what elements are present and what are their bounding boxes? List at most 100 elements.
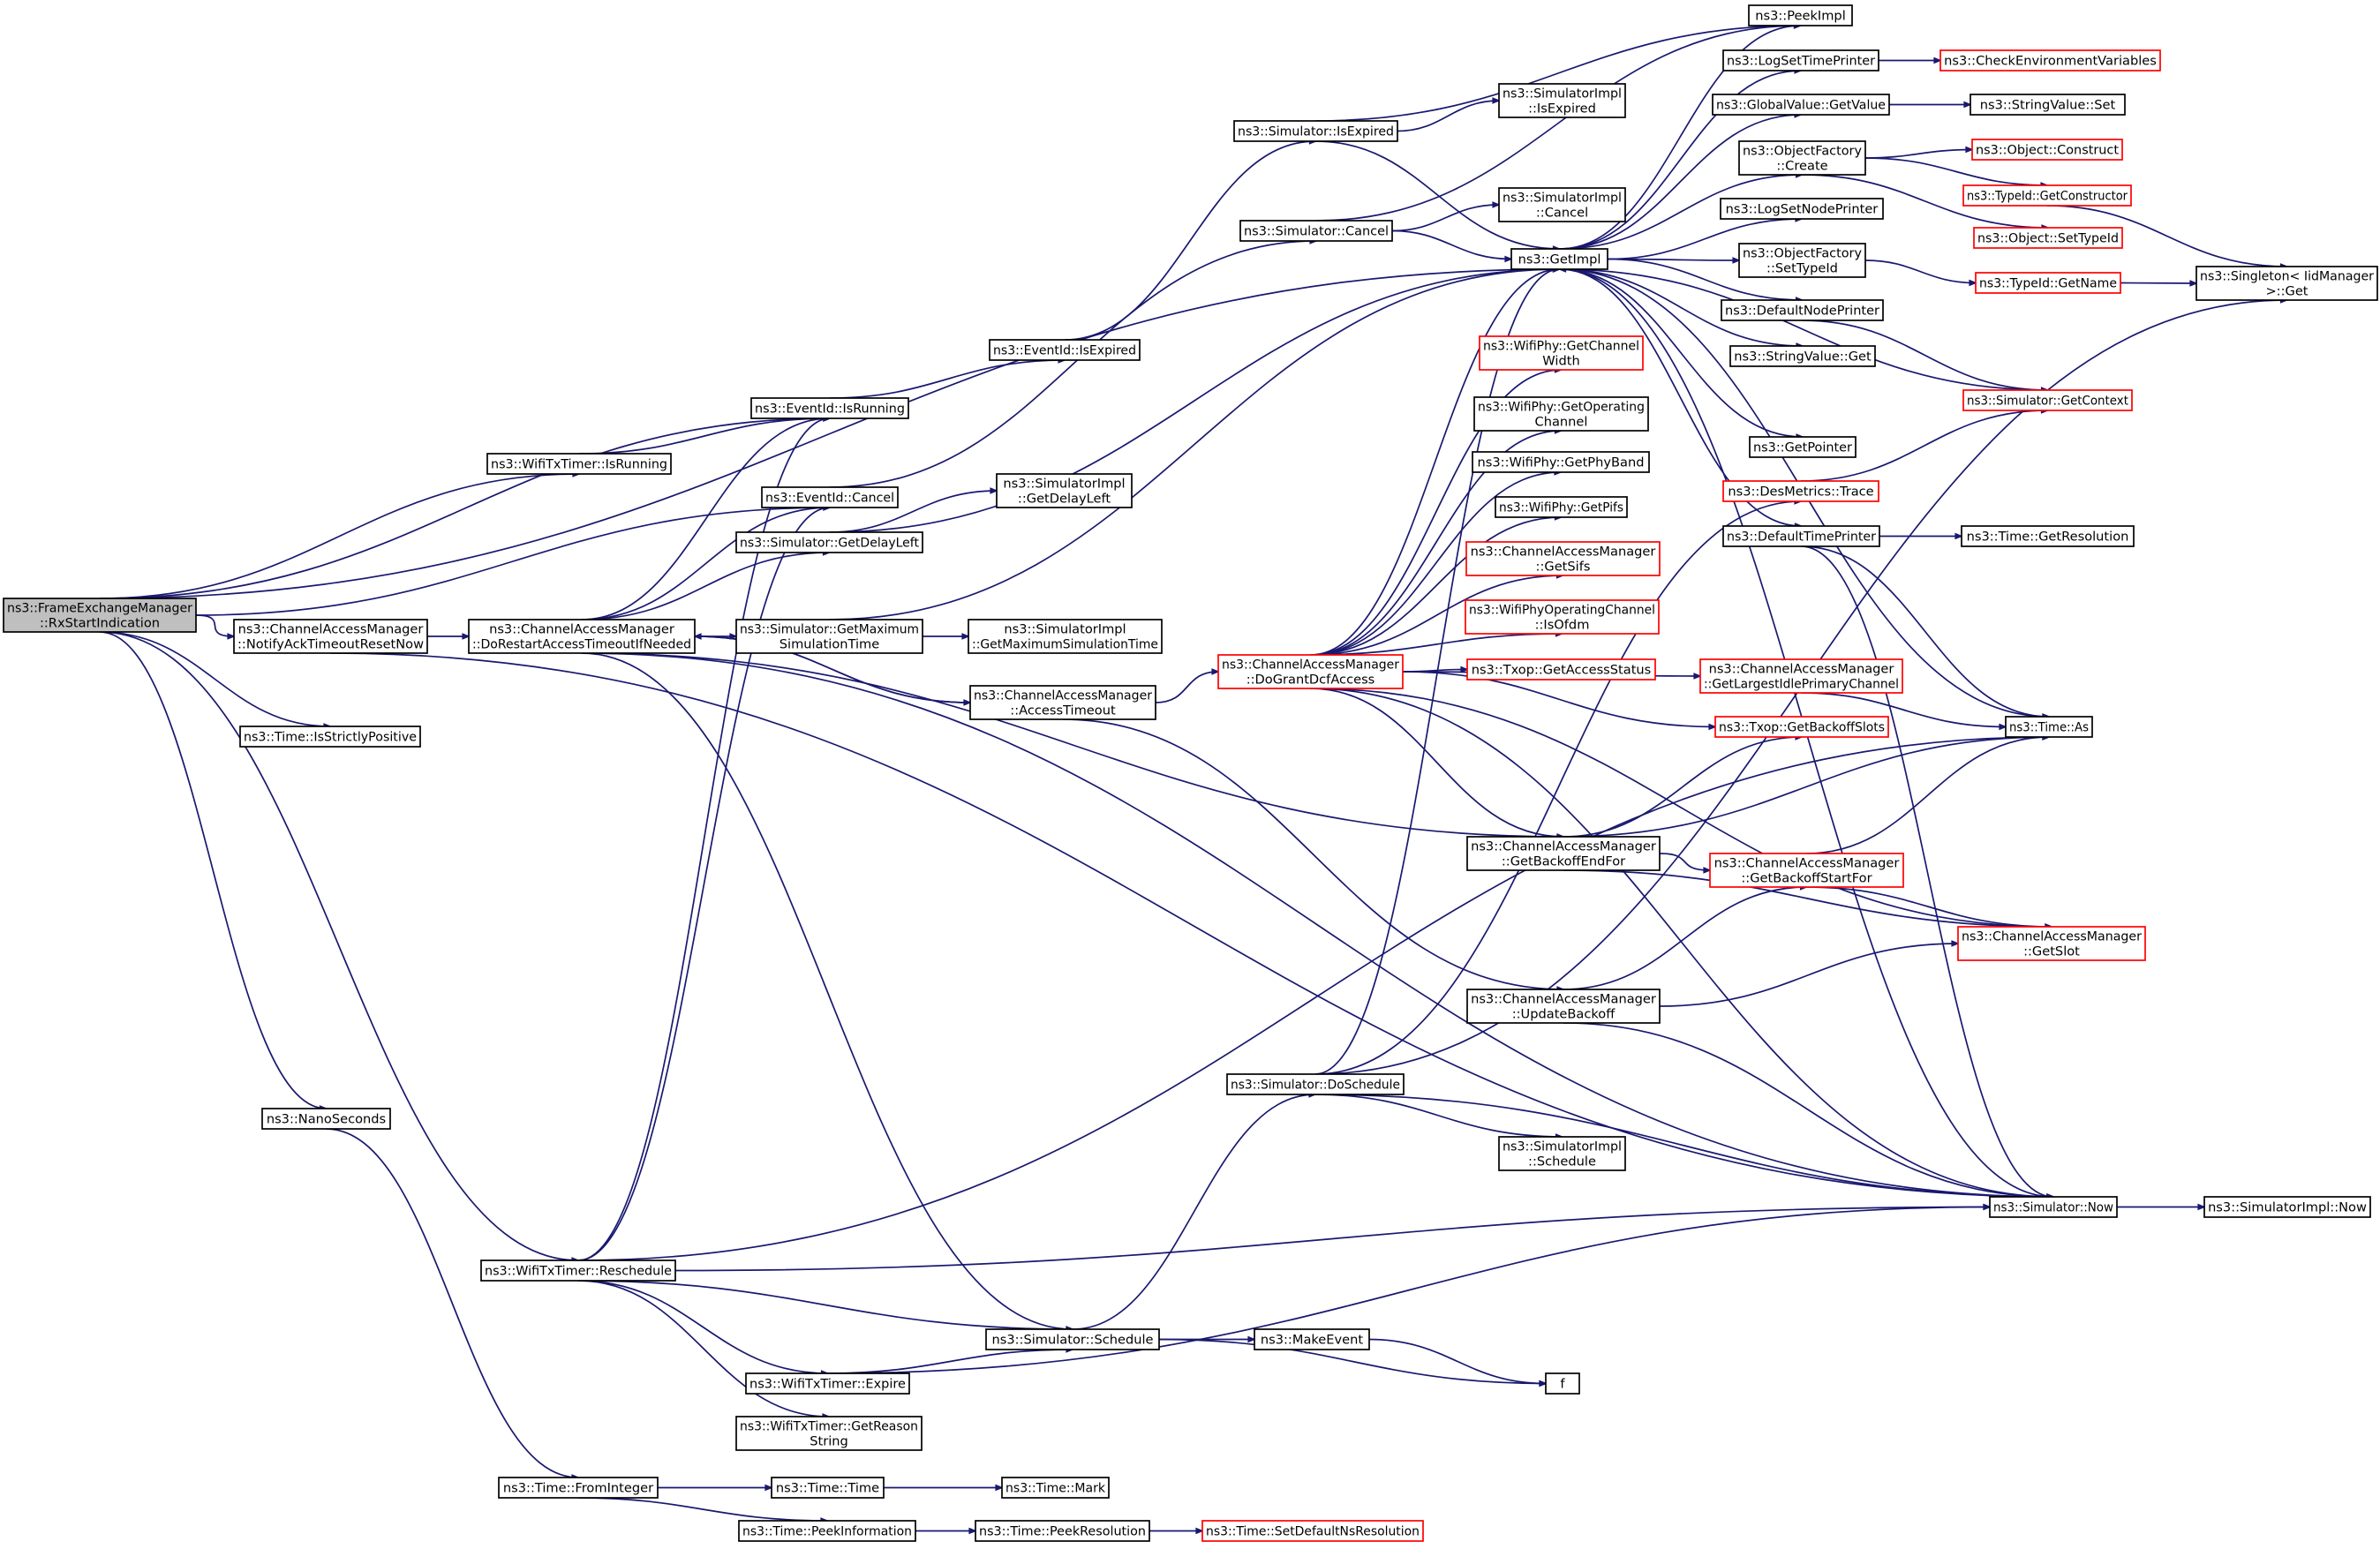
node-simimpl-getdelayleft[interactable]: ns3::SimulatorImpl::GetDelayLeft [996,473,1133,508]
node-wifitxtimer-reschedule[interactable]: ns3::WifiTxTimer::Reschedule [480,1260,676,1282]
node-wifitxtimer-expire[interactable]: ns3::WifiTxTimer::Expire [745,1372,910,1395]
node-time-as[interactable]: ns3::Time::As [2005,716,2093,738]
node-time-peekinformation[interactable]: ns3::Time::PeekInformation [738,1520,916,1542]
node-defaulttimeprinter[interactable]: ns3::DefaultTimePrinter [1722,525,1880,547]
node-sim-isexpired[interactable]: ns3::Simulator::IsExpired [1233,120,1398,142]
node-cam-updatebackoff[interactable]: ns3::ChannelAccessManager::UpdateBackoff [1466,989,1661,1024]
node-sim-now[interactable]: ns3::Simulator::Now [1989,1196,2118,1218]
node-globalvalue-getvalue[interactable]: ns3::GlobalValue::GetValue [1712,94,1890,116]
node-sim-getcontext[interactable]: ns3::Simulator::GetContext [1962,389,2133,411]
node-wifiphyopchannel-isofdm[interactable]: ns3::WifiPhyOperatingChannel::IsOfdm [1465,599,1660,635]
node-stringvalue-set[interactable]: ns3::StringValue::Set [1970,94,2126,116]
edge-path [829,269,1560,533]
node-typeid-getconstructor[interactable]: ns3::TypeId::GetConstructor [1962,184,2132,207]
node-object-settypeid[interactable]: ns3::Object::SetTypeId [1973,227,2123,249]
node-wifiphy-getphyband[interactable]: ns3::WifiPhy::GetPhyBand [1472,451,1650,473]
edge-cam_getbackoffendfor-to-txop_getbackoffslots [1563,737,1802,838]
node-eventid-cancel[interactable]: ns3::EventId::Cancel [761,486,899,508]
edge-path [829,241,1316,488]
node-wifitxtimer-isrunning[interactable]: ns3::WifiTxTimer::IsRunning [486,453,672,475]
node-simimpl-cancel[interactable]: ns3::SimulatorImpl::Cancel [1498,187,1626,222]
node-box [1699,658,1903,694]
node-makeevent[interactable]: ns3::MakeEvent [1254,1328,1370,1350]
node-object-construct[interactable]: ns3::Object::Construct [1971,139,2123,161]
node-time-frominteger[interactable]: ns3::Time::FromInteger [498,1477,659,1499]
node-singleton-get[interactable]: ns3::Singleton< IidManager>::Get [2195,266,2378,301]
node-logsettimeprinter[interactable]: ns3::LogSetTimePrinter [1722,49,1879,71]
node-simimpl-isexpired[interactable]: ns3::SimulatorImpl::IsExpired [1498,83,1626,118]
node-objectfactory-settypeid[interactable]: ns3::ObjectFactory::SetTypeId [1738,243,1866,278]
node-time-getresolution[interactable]: ns3::Time::GetResolution [1961,525,2135,547]
node-f[interactable]: f [1545,1372,1580,1395]
node-cam-dorestart[interactable]: ns3::ChannelAccessManager::DoRestartAcce… [468,619,696,654]
edge-root-to-wifitxtimer_reschedule [99,631,578,1260]
node-label: ns3::ObjectFactory [1743,246,1862,261]
edge-path [1310,688,1564,837]
node-txop-getbackoffslots[interactable]: ns3::Txop::GetBackoffSlots [1714,716,1889,738]
node-cam-getslot[interactable]: ns3::ChannelAccessManager::GetSlot [1957,926,2146,961]
node-desmetrics-trace[interactable]: ns3::DesMetrics::Trace [1722,480,1879,502]
edge-path [1368,1338,1546,1384]
node-time-isstrictlypositive[interactable]: ns3::Time::IsStrictlyPositive [239,726,421,748]
node-sim-schedule[interactable]: ns3::Simulator::Schedule [985,1328,1160,1350]
node-label: ns3::Time::GetResolution [1967,530,2129,545]
node-simimpl-getmaxsim[interactable]: ns3::SimulatorImpl::GetMaximumSimulation… [968,619,1163,654]
node-cam-getlargestidle[interactable]: ns3::ChannelAccessManager::GetLargestIdl… [1699,658,1903,694]
node-stringvalue-get[interactable]: ns3::StringValue::Get [1729,345,1876,367]
node-time-peekresolution[interactable]: ns3::Time::PeekResolution [975,1520,1150,1542]
edge-root-to-getimpl [99,269,1560,599]
node-time-mark[interactable]: ns3::Time::Mark [1001,1477,1110,1499]
node-logsetnodeprinter[interactable]: ns3::LogSetNodePrinter [1720,198,1884,220]
node-sim-getdelayleft[interactable]: ns3::Simulator::GetDelayLeft [735,531,923,553]
node-box [1989,1196,2118,1218]
node-wifiphy-getpifs[interactable]: ns3::WifiPhy::GetPifs [1495,496,1628,518]
node-sim-cancel[interactable]: ns3::Simulator::Cancel [1239,220,1393,242]
node-cam-dogrant[interactable]: ns3::ChannelAccessManager::DoGrantDcfAcc… [1217,654,1404,689]
node-sim-doschedule[interactable]: ns3::Simulator::DoSchedule [1226,1073,1405,1095]
node-eventid-isrunning[interactable]: ns3::EventId::IsRunning [750,397,909,419]
node-eventid-isexpired[interactable]: ns3::EventId::IsExpired [989,339,1141,361]
node-cam-getbackoffendfor[interactable]: ns3::ChannelAccessManager::GetBackoffEnd… [1466,836,1661,871]
node-label: ns3::EventId::IsExpired [993,343,1136,358]
node-sim-getmaxsim[interactable]: ns3::Simulator::GetMaximumSimulationTime [735,619,923,654]
edge-cam_dogrant-to-sim_now [1310,688,2054,1197]
node-peekimpl[interactable]: ns3::PeekImpl [1748,4,1853,26]
node-root[interactable]: ns3::FrameExchangeManager::RxStartIndica… [3,598,197,633]
node-simimpl-now[interactable]: ns3::SimulatorImpl::Now [2203,1196,2371,1218]
node-simimpl-schedule[interactable]: ns3::SimulatorImpl::Schedule [1498,1136,1626,1171]
edge-defaultnodeprinter-to-sim_getcontext [1802,320,2048,390]
node-cam-getbackoffstartfor[interactable]: ns3::ChannelAccessManager::GetBackoffSta… [1709,853,1904,888]
node-txop-getaccessstatus[interactable]: ns3::Txop::GetAccessStatus [1466,658,1656,681]
edge-cam_getbackoffstartfor-to-cam_getslot [1806,886,2052,927]
edge-path [827,1207,1991,1374]
node-label: ns3::LogSetNodePrinter [1726,202,1879,217]
edge-desmetrics_trace-to-sim_getcontext [1800,410,2048,482]
node-label: ns3::WifiPhy::GetPhyBand [1478,455,1645,470]
edge-sim_getdelayleft-to-simimpl_getdelayleft [829,491,998,533]
node-getpointer[interactable]: ns3::GetPointer [1749,436,1857,458]
edge-objectfactory_create-to-object_construct [1864,150,1972,159]
node-defaultnodeprinter[interactable]: ns3::DefaultNodePrinter [1721,299,1884,321]
node-checkenv[interactable]: ns3::CheckEnvironmentVariables [1939,49,2161,71]
node-nanoseconds[interactable]: ns3::NanoSeconds [261,1108,391,1130]
node-cam-accesstimeout[interactable]: ns3::ChannelAccessManager::AccessTimeout [969,685,1156,720]
node-box [1233,120,1398,142]
node-cam-getsifs[interactable]: ns3::ChannelAccessManager::GetSifs [1465,541,1661,576]
edge-sim_cancel-to-getimpl [1391,229,1511,259]
edge-root-to-time_isstrictlypositive [99,631,330,726]
edge-path [1802,320,2048,390]
node-label: ns3::NanoSeconds [267,1112,386,1127]
node-objectfactory-create[interactable]: ns3::ObjectFactory::Create [1738,140,1866,176]
node-time-time[interactable]: ns3::Time::Time [771,1477,885,1499]
edge-path [99,631,330,726]
edge-getimpl-to-defaulttimeprinter [1559,268,1802,526]
node-getimpl[interactable]: ns3::GetImpl [1510,248,1608,270]
edge-cam_dorestart-to-cam_getbackoffendfor [581,652,1563,837]
node-cam-notifyack[interactable]: ns3::ChannelAccessManager::NotifyAckTime… [233,619,428,654]
edge-defaulttimeprinter-to-sim_now [1801,545,2054,1197]
node-typeid-getname[interactable]: ns3::TypeId::GetName [1975,272,2121,294]
node-time-setdefaultns[interactable]: ns3::Time::SetDefaultNsResolution [1201,1520,1424,1542]
